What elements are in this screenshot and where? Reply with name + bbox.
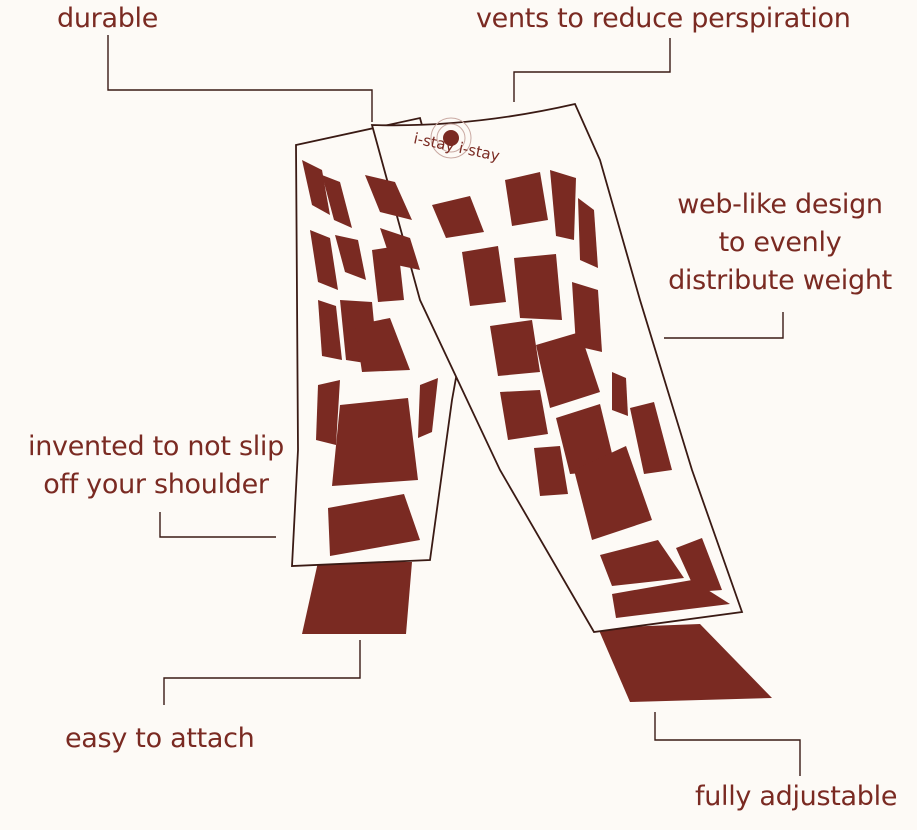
callout-easy-attach-text: easy to attach xyxy=(65,723,255,754)
leader-adjustable xyxy=(654,712,801,776)
callout-vents: vents to reduce perspiration xyxy=(476,0,851,38)
vent-mark xyxy=(430,117,472,159)
leader-vents xyxy=(513,38,671,102)
leader-no-slip xyxy=(159,512,276,538)
straps xyxy=(302,562,772,702)
callout-web-design-line2: to evenly xyxy=(718,227,842,258)
callout-durable-text: durable xyxy=(57,3,159,34)
callout-easy-attach: easy to attach xyxy=(65,720,255,758)
callout-web-design: web-like design to evenly distribute wei… xyxy=(660,186,900,300)
callout-no-slip-line1: invented to not slip xyxy=(28,431,284,462)
callout-durable: durable xyxy=(57,0,158,38)
callout-vents-text: vents to reduce perspiration xyxy=(476,3,851,34)
web-cutouts xyxy=(302,160,730,618)
callout-no-slip-line2: off your shoulder xyxy=(43,469,269,500)
right-strap xyxy=(598,624,772,702)
callout-adjustable: fully adjustable xyxy=(695,778,897,816)
callout-web-design-line3: distribute weight xyxy=(668,265,892,296)
leader-lines xyxy=(107,35,801,776)
leader-easy-attach xyxy=(163,640,361,705)
callout-adjustable-text: fully adjustable xyxy=(695,781,898,812)
leader-durable xyxy=(107,35,373,122)
left-strap xyxy=(302,562,412,634)
callout-no-slip: invented to not slip off your shoulder xyxy=(20,428,292,504)
leader-web-design xyxy=(664,312,784,339)
callout-web-design-line1: web-like design xyxy=(677,189,883,220)
